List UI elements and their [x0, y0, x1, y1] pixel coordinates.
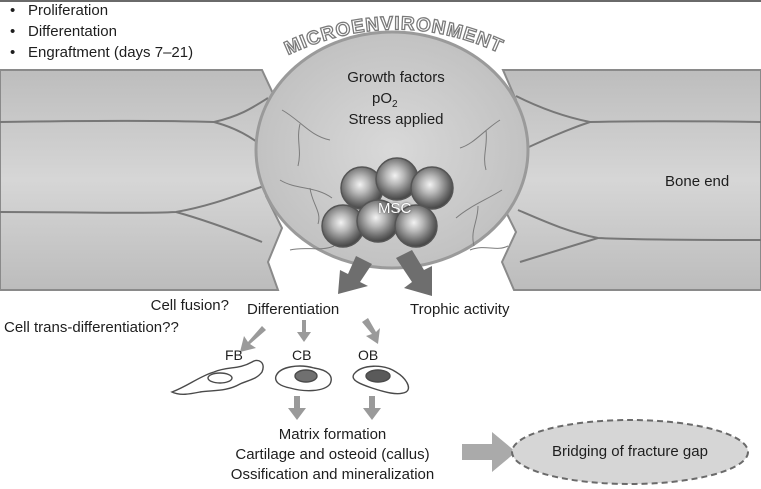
arrow-to-bridging: [462, 432, 516, 472]
bullet-proliferation: Proliferation: [8, 0, 193, 21]
matrix-arrows: [288, 396, 381, 420]
cell-type-cb-label: CB: [292, 347, 312, 363]
factor-stress-applied: Stress applied: [348, 111, 444, 128]
bone-canal-lines: [0, 95, 761, 263]
bullet-engraftment: Engraftment (days 7–21): [8, 42, 193, 63]
cell-transdifferentiation-note: Cell trans-differentiation??: [4, 319, 179, 336]
cell-ob: [352, 365, 410, 395]
cell-fb: [170, 359, 264, 395]
cell-cb: [274, 365, 332, 392]
arrow-to-differentiation: [338, 256, 372, 294]
factor-po2-base: pO: [372, 90, 393, 107]
trophic-activity-label: Trophic activity: [410, 301, 510, 318]
msc-label: MSC: [378, 200, 412, 217]
header-bullet-list: Proliferation Differentation Engraftment…: [8, 0, 193, 63]
msc-cell-6: [394, 204, 438, 248]
outcome-cartilage-osteoid: Cartilage and osteoid (callus): [235, 446, 430, 463]
differentiation-arrows: [240, 318, 380, 352]
differentiation-label: Differentiation: [247, 301, 340, 318]
outcome-matrix-formation: Matrix formation: [278, 426, 387, 443]
factor-po2-subscript: 2: [392, 99, 398, 110]
bullet-differentation: Differentation: [8, 21, 193, 42]
msc-cluster: [321, 157, 454, 248]
bridging-ellipse: [511, 419, 749, 485]
bone-end-label: Bone end: [665, 173, 730, 190]
left-bone-segment: [0, 69, 284, 291]
cell-type-ob-label: OB: [358, 347, 379, 363]
bridging-label: Bridging of fracture gap: [552, 443, 708, 460]
microenvironment-ellipse: [254, 30, 530, 270]
cell-type-fb-label: FB: [225, 347, 243, 363]
msc-cell-3: [410, 166, 454, 210]
factor-growth-factors: Growth factors: [347, 69, 445, 86]
capillary-lines: [279, 109, 509, 251]
arrow-to-trophic-activity: [396, 250, 432, 296]
outcome-ossification: Ossification and mineralization: [230, 466, 435, 483]
factor-po2: pO2: [372, 91, 398, 110]
cell-fusion-note: Cell fusion?: [150, 297, 229, 314]
